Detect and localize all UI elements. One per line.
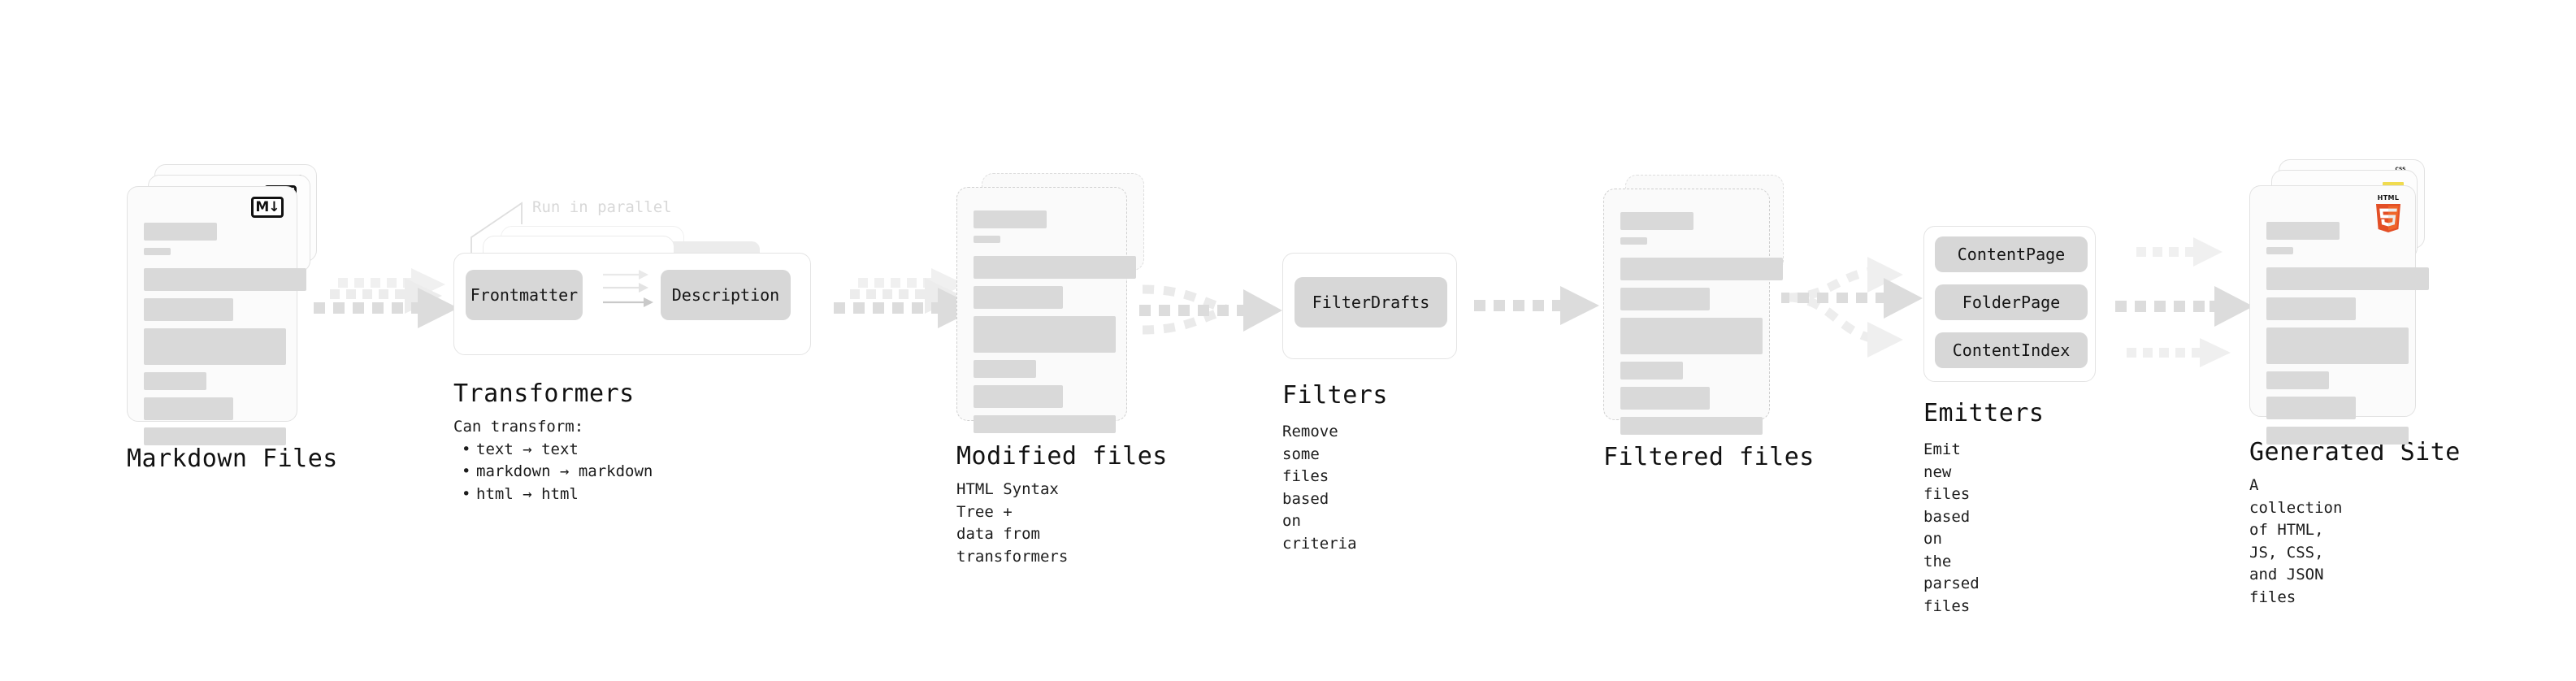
transformer-pill-description[interactable]: Description bbox=[661, 270, 791, 320]
skeleton-line bbox=[974, 286, 1063, 309]
skeleton-line bbox=[2266, 247, 2293, 254]
connector-filtered-to-emitters bbox=[1781, 257, 1923, 358]
skeleton-line bbox=[1620, 362, 1683, 380]
filtered-doc-front bbox=[1603, 189, 1783, 435]
skeleton-line bbox=[144, 328, 286, 365]
skeleton-line bbox=[974, 236, 1000, 243]
site-doc-front: HTML bbox=[2249, 185, 2429, 445]
emitters-pill-folderpage[interactable]: FolderPage bbox=[1935, 284, 2088, 320]
filtered-doc-skeleton bbox=[1620, 212, 1783, 442]
filters-pill-filterdrafts[interactable]: FilterDrafts bbox=[1295, 277, 1447, 327]
markdown-doc-front: M↓ bbox=[127, 186, 306, 445]
transformers-bullet-list: text → text markdown → markdown html → h… bbox=[453, 439, 653, 506]
generated-site-subtitle: A collection of HTML, JS, CSS, and JSON … bbox=[2249, 476, 2343, 606]
skeleton-line bbox=[144, 298, 233, 321]
connector-markdown-to-transformers bbox=[314, 268, 458, 328]
skeleton-line bbox=[974, 316, 1116, 353]
emitters-pill-contentpage[interactable]: ContentPage bbox=[1935, 236, 2088, 272]
filters-box: FilterDrafts bbox=[1282, 253, 1457, 359]
site-doc-skeleton bbox=[2266, 222, 2429, 452]
skeleton-line bbox=[144, 397, 233, 420]
skeleton-line bbox=[1620, 212, 1693, 230]
skeleton-line bbox=[974, 360, 1036, 378]
transformers-subtitle-block: Can transform: text → text markdown → ma… bbox=[453, 416, 653, 505]
emitters-pill-contentindex[interactable]: ContentIndex bbox=[1935, 332, 2088, 368]
emitters-subtitle: Emit new files based on the parsed files bbox=[1923, 440, 1980, 615]
markdown-doc-skeleton bbox=[144, 223, 306, 453]
transformer-pill-frontmatter[interactable]: Frontmatter bbox=[466, 270, 583, 320]
skeleton-line bbox=[2266, 297, 2356, 320]
run-in-parallel-label: Run in parallel bbox=[532, 198, 672, 216]
skeleton-line bbox=[2266, 371, 2329, 389]
transformers-bullet-0: text → text bbox=[453, 439, 653, 462]
modified-files-title: Modified files bbox=[956, 442, 1168, 471]
modified-files-subtitle: HTML Syntax Tree + data from transformer… bbox=[956, 480, 1069, 566]
skeleton-line bbox=[144, 223, 217, 241]
markdown-files-title: Markdown Files bbox=[127, 445, 338, 473]
skeleton-line bbox=[144, 372, 206, 390]
skeleton-line bbox=[2266, 327, 2409, 364]
skeleton-line bbox=[1620, 417, 1763, 435]
modified-doc-skeleton bbox=[974, 210, 1136, 440]
html5-icon-label: HTML bbox=[2377, 194, 2400, 202]
modified-doc-front bbox=[956, 187, 1136, 433]
skeleton-line bbox=[144, 427, 286, 445]
skeleton-line bbox=[974, 415, 1116, 433]
transformers-bullet-1: markdown → markdown bbox=[453, 461, 653, 484]
transformers-title: Transformers bbox=[453, 380, 635, 408]
transformers-subtitle-lead: Can transform: bbox=[453, 418, 584, 436]
skeleton-line bbox=[144, 268, 306, 291]
skeleton-line bbox=[2266, 267, 2429, 290]
skeleton-line bbox=[2266, 397, 2356, 419]
skeleton-line bbox=[2266, 222, 2340, 240]
emitters-title: Emitters bbox=[1923, 399, 2045, 427]
markdown-logo-icon: M↓ bbox=[251, 197, 284, 218]
skeleton-line bbox=[1620, 288, 1710, 310]
skeleton-line bbox=[1620, 318, 1763, 354]
skeleton-line bbox=[144, 248, 171, 255]
skeleton-line bbox=[1620, 387, 1710, 410]
filtered-files-title: Filtered files bbox=[1603, 443, 1815, 471]
connector-modified-to-filters bbox=[1139, 284, 1282, 335]
emitters-box: ContentPage FolderPage ContentIndex bbox=[1923, 226, 2096, 382]
skeleton-line bbox=[974, 385, 1063, 408]
css-icon-label: CSS bbox=[2392, 167, 2409, 172]
skeleton-line bbox=[2266, 427, 2409, 445]
skeleton-line bbox=[1620, 258, 1783, 280]
html5-icon: HTML bbox=[2374, 194, 2402, 232]
filters-subtitle: Remove some files based on criteria bbox=[1282, 423, 1357, 553]
connector-filters-to-filtered bbox=[1474, 286, 1599, 325]
skeleton-line bbox=[974, 256, 1136, 279]
skeleton-line bbox=[974, 210, 1047, 228]
transformer-box-front: Frontmatter Description bbox=[453, 253, 811, 355]
skeleton-line bbox=[1620, 237, 1647, 245]
filters-title: Filters bbox=[1282, 381, 1388, 410]
transformers-bullet-2: html → html bbox=[453, 484, 653, 506]
markdown-logo-text: M↓ bbox=[251, 197, 284, 218]
connector-emitters-to-site bbox=[2115, 237, 2253, 367]
